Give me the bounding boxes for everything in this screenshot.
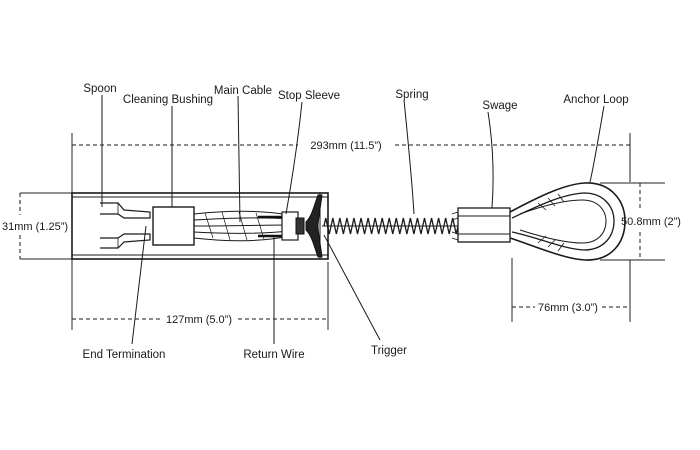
label-swage: Swage xyxy=(482,100,517,112)
spoon xyxy=(100,202,151,249)
dimension-loop-length: 76mm (3.0”) xyxy=(511,258,631,322)
leader-main-cable xyxy=(237,95,241,223)
anchor-loop-inner xyxy=(511,192,615,251)
swage-body xyxy=(457,207,511,243)
label-spoon: Spoon xyxy=(83,83,116,95)
cable-twist-marks xyxy=(204,211,265,241)
anchor-loop-outer xyxy=(509,182,626,261)
loop-width-text: 50.8mm (2”) xyxy=(621,216,681,228)
leader-stop-sleeve xyxy=(285,101,303,215)
label-stop-sleeve: Stop Sleeve xyxy=(278,90,340,102)
body-diameter-text: 31mm (1.25”) xyxy=(2,221,68,233)
leader-end-termination xyxy=(131,225,147,345)
callout-labels: Spoon Cleaning Bushing Main Cable Stop S… xyxy=(83,83,629,361)
label-return-wire: Return Wire xyxy=(243,349,304,361)
anchor-loop xyxy=(509,182,626,261)
spoon-upper xyxy=(100,202,151,219)
swage-wire-ends xyxy=(451,211,459,241)
stop-sleeve xyxy=(281,211,305,241)
loop-length-text: 76mm (3.0”) xyxy=(538,302,598,314)
label-cleaning-bushing: Cleaning Bushing xyxy=(123,94,213,106)
cable-strand xyxy=(193,235,291,242)
leader-anchor-loop xyxy=(589,105,605,183)
overall-length-text: 293mm (11.5”) xyxy=(310,140,381,152)
anchor-loop-strands xyxy=(537,193,565,252)
spring-coil xyxy=(323,217,459,235)
body-length-text: 127mm (5.0”) xyxy=(166,314,232,326)
main-cable xyxy=(193,210,291,242)
trigger-plate xyxy=(305,194,323,258)
cable-strand xyxy=(193,230,291,234)
trigger xyxy=(305,194,323,258)
label-spring: Spring xyxy=(395,89,428,101)
cable-strand xyxy=(193,210,291,216)
cleaning-bushing xyxy=(152,206,195,246)
leader-spring xyxy=(403,99,415,215)
label-main-cable: Main Cable xyxy=(214,85,272,97)
spoon-lower xyxy=(100,233,151,249)
spring xyxy=(322,217,459,235)
cleaning-bushing-body xyxy=(152,206,195,246)
dimension-body-length: 127mm (5.0”) xyxy=(72,262,329,330)
leader-trigger xyxy=(323,234,381,341)
swage xyxy=(451,207,511,243)
label-anchor-loop: Anchor Loop xyxy=(563,94,628,106)
label-end-termination: End Termination xyxy=(83,349,166,361)
stop-sleeve-collar xyxy=(295,217,305,235)
cable-strand xyxy=(193,217,291,221)
cable-strand xyxy=(193,224,291,227)
anchor-loop-thimble xyxy=(519,199,607,244)
label-trigger: Trigger xyxy=(371,345,407,357)
leader-swage xyxy=(487,111,494,209)
leader-lines xyxy=(101,95,605,345)
dimension-loop-width: 50.8mm (2”) xyxy=(600,182,681,261)
